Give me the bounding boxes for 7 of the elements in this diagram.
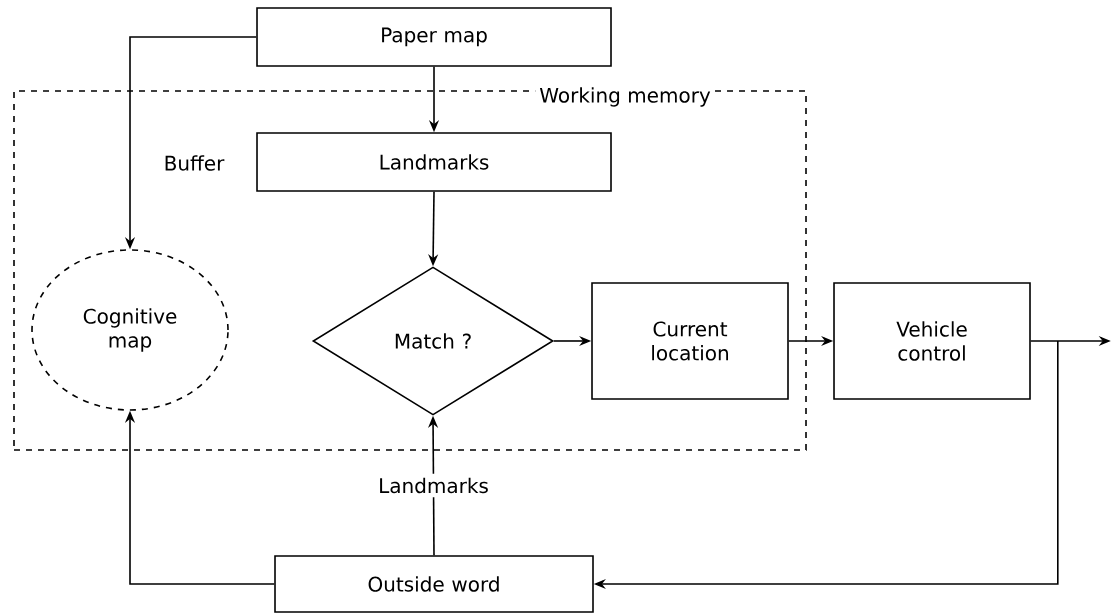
process-box: Current location — [591, 282, 789, 400]
edge-label: Landmarks — [374, 473, 493, 498]
process-box: Vehicle control — [833, 282, 1031, 400]
side-label: Buffer — [165, 155, 225, 171]
process-box: Paper map — [256, 7, 612, 67]
process-box: Outside word — [274, 555, 594, 613]
process-box: Landmarks — [256, 132, 612, 192]
